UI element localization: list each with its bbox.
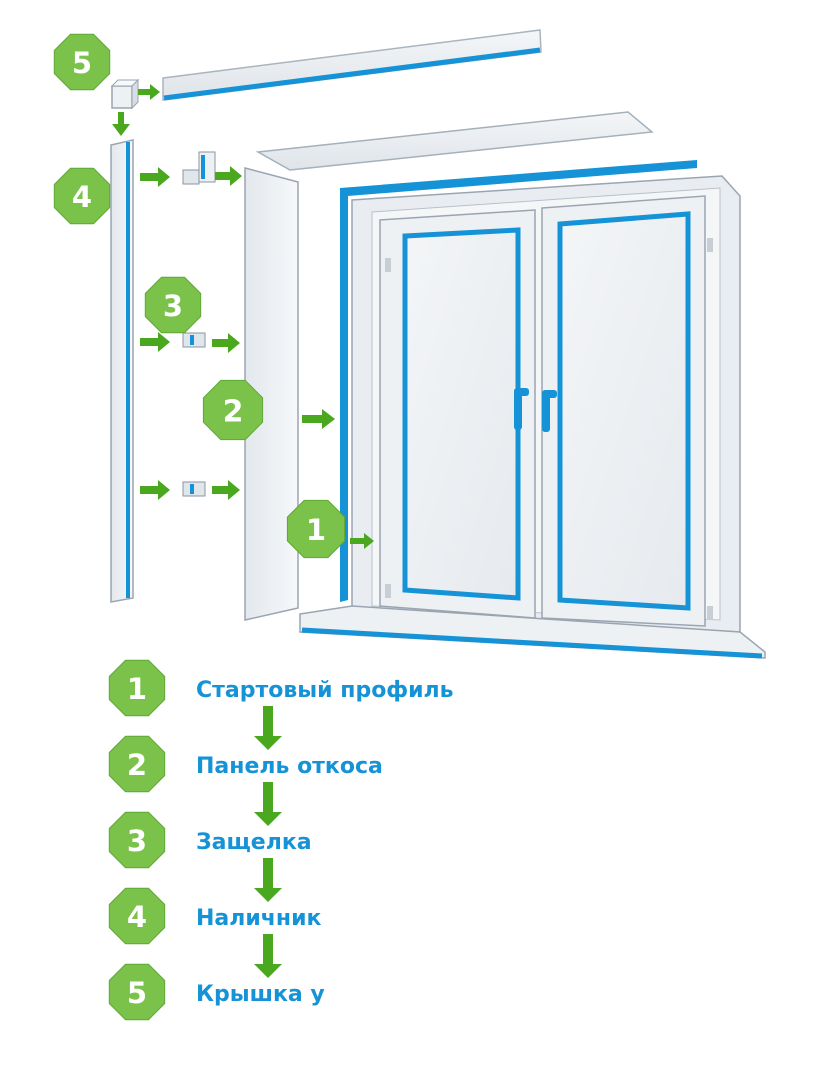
top-trim-cap xyxy=(163,30,541,100)
down-arrow-icon xyxy=(254,858,282,902)
legend-badge-1: 1 xyxy=(109,660,164,715)
legend-label: Крышка у xyxy=(196,982,325,1007)
top-slope-panel xyxy=(258,112,652,170)
step-badge-1: 1 xyxy=(287,500,344,557)
legend-label: Защелка xyxy=(196,830,312,855)
legend-badge-3: 3 xyxy=(109,812,164,867)
step-badge-2: 2 xyxy=(203,380,262,439)
step-number: 4 xyxy=(127,900,147,934)
legend-badge-5: 5 xyxy=(109,964,164,1019)
latch-clip-icon xyxy=(183,152,215,184)
legend-badge-4: 4 xyxy=(109,888,164,943)
right-arrow-icon xyxy=(302,409,335,429)
down-arrow-icon xyxy=(254,782,282,826)
step-number: 3 xyxy=(163,289,183,323)
step-number: 2 xyxy=(223,395,244,430)
down-arrow-icon xyxy=(254,706,282,750)
right-arrow-icon xyxy=(212,480,240,500)
down-arrow-icon xyxy=(112,112,130,136)
step-badge-4: 4 xyxy=(54,168,109,223)
step-badge-3: 3 xyxy=(145,277,200,332)
right-arrow-icon xyxy=(140,480,170,500)
step-number: 1 xyxy=(127,672,147,706)
latch-clip-icon xyxy=(183,333,205,347)
window-frame xyxy=(340,160,740,632)
right-arrow-icon xyxy=(212,333,240,353)
right-arrow-icon xyxy=(140,167,170,187)
step-number: 1 xyxy=(306,513,326,547)
vertical-trim-strip xyxy=(111,140,133,602)
down-arrow-icon xyxy=(254,934,282,978)
step-number: 4 xyxy=(72,180,92,214)
step-badge-5: 5 xyxy=(54,34,109,89)
legend-label: Панель откоса xyxy=(196,754,383,779)
legend-badge-2: 2 xyxy=(109,736,164,791)
right-arrow-icon xyxy=(215,166,242,186)
right-arrow-icon xyxy=(138,84,160,100)
right-arrow-icon xyxy=(140,332,170,352)
latch-clip-icon xyxy=(183,482,205,496)
step-number: 5 xyxy=(127,976,147,1010)
step-number: 5 xyxy=(72,46,92,80)
step-number: 2 xyxy=(127,748,147,782)
step-number: 3 xyxy=(127,824,147,858)
legend-label: Стартовый профиль xyxy=(196,678,454,703)
corner-cover-piece xyxy=(112,80,138,108)
legend-label: Наличник xyxy=(196,906,322,931)
